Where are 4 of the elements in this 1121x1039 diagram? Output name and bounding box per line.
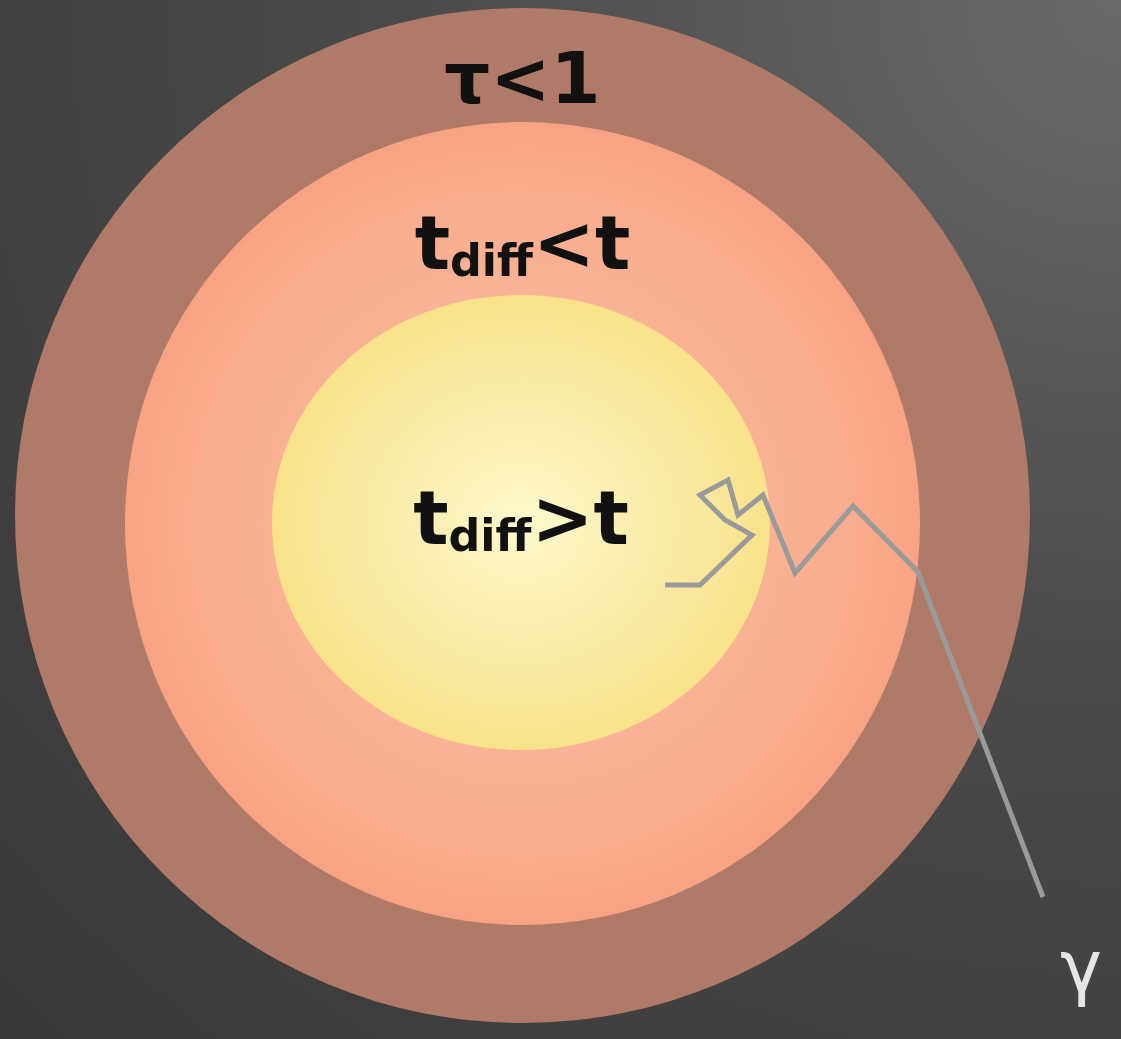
region-label: τ<1 <box>444 36 601 120</box>
region-label: t$_{diff}$<t <box>414 200 631 286</box>
photon-label: γ <box>1060 925 1104 1009</box>
region-label: t$_{diff}$>t <box>413 475 629 561</box>
